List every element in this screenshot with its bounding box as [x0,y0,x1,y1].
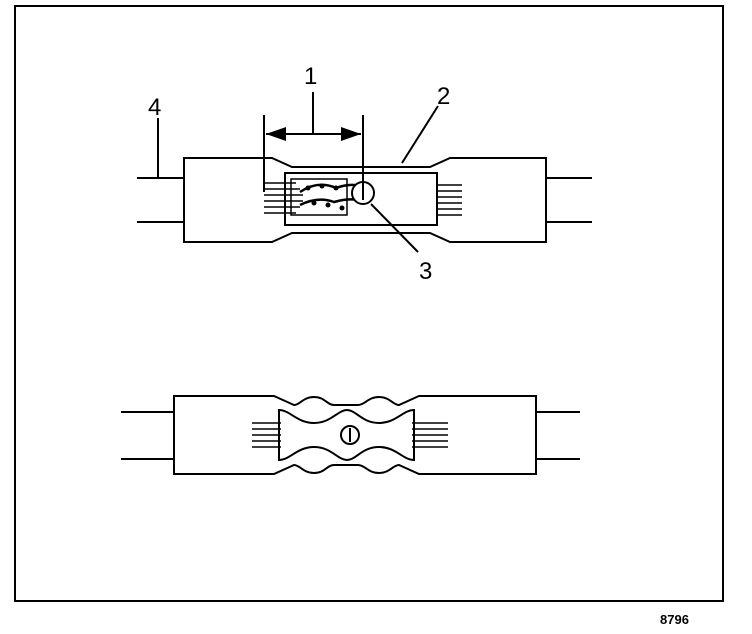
dimension-arrow-left [266,127,286,141]
leader-2 [401,105,439,164]
crimp-dimples [305,183,345,211]
splice-after-crimp [121,395,580,475]
crimped-strands-left [252,422,281,448]
wire-strands-left [264,182,303,214]
barrel-window [290,178,348,216]
callout-3: 3 [419,258,432,285]
wire-strands-right [437,184,462,216]
callout-4: 4 [148,94,161,121]
leader-3 [370,203,419,253]
callout-1: 1 [304,63,317,90]
figure-frame [14,5,724,602]
crimped-strands-right [412,422,448,448]
dimension-arrow-right [341,127,361,141]
splice-before-crimp [137,92,592,253]
figure-id: 8796 [660,612,689,627]
callout-2: 2 [437,83,450,110]
